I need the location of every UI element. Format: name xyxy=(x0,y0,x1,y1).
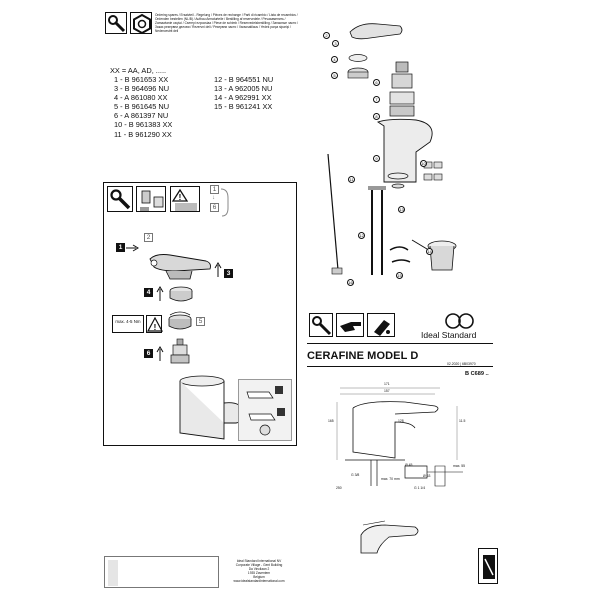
model-code: B C689 .. xyxy=(465,371,489,377)
step-1-badge: 1 xyxy=(116,243,125,252)
dimension-label: Ø 63 xyxy=(423,474,431,478)
part-item: 3 - B 964696 NU xyxy=(114,84,170,94)
exploded-label: 13 xyxy=(398,206,405,213)
hoses-waste-illustration xyxy=(327,153,457,275)
dimension-label: 157 xyxy=(384,389,390,393)
cartridge-illustration xyxy=(170,338,190,364)
ordering-spares-legend: Ordering spares / Ersatzteil - Regelung … xyxy=(155,13,298,33)
technical-drawing xyxy=(336,387,463,487)
exploded-view xyxy=(347,23,443,183)
part-item: 13 - A 962005 NU xyxy=(214,84,273,94)
svg-text:!: ! xyxy=(179,193,182,202)
cap-ring-illustration xyxy=(169,286,193,302)
dimension-label: 128 xyxy=(398,419,404,423)
faucet-perspective-sketch xyxy=(360,520,419,554)
part-item: 14 - A 962991 XX xyxy=(214,93,272,103)
part-item: 5 - B 961645 NU xyxy=(114,102,170,112)
step-sequence: 1 ↓ 6 xyxy=(208,185,230,221)
part-item: 15 - B 961241 XX xyxy=(214,102,273,112)
dimension-label: 11.5 xyxy=(459,419,466,423)
down-arrow-icon: ↓ xyxy=(212,195,215,201)
cleaning-icon xyxy=(367,313,395,337)
dimension-label: Ø 45 xyxy=(405,463,413,467)
wrench-icon xyxy=(107,186,133,212)
footer-line: Da Vincilaan 2 xyxy=(248,567,270,571)
footer-company: Ideal Standard International NV xyxy=(236,559,282,563)
nut-icon xyxy=(130,12,152,35)
warning-icon: ! xyxy=(170,186,200,212)
hand-pointing-icon xyxy=(336,313,364,337)
svg-text:!: ! xyxy=(154,323,157,332)
model-name: CERAFINE MODEL D xyxy=(307,350,419,362)
exploded-label: 9 xyxy=(373,155,380,162)
exploded-label: 6 xyxy=(373,79,380,86)
exploded-label: 8 xyxy=(373,113,380,120)
step-4-badge: 4 xyxy=(144,288,153,297)
spares-icon-panel: Ordering spares / Ersatzteil - Regelung … xyxy=(105,12,299,57)
exploded-label: 3 xyxy=(332,40,339,47)
warning-icon: ! xyxy=(146,315,164,333)
part-item: 1 - B 961653 XX xyxy=(114,75,169,84)
footer-address: Ideal Standard International NV Corporat… xyxy=(229,559,289,583)
exploded-label: 7 xyxy=(373,96,380,103)
recycling-icon xyxy=(108,560,118,586)
dimension-label: max. 70 mm xyxy=(381,477,400,481)
torque-box: max. 4-5 Nm xyxy=(112,315,144,333)
part-item: 4 - A 861080 XX xyxy=(114,93,168,103)
dimension-label: G 3/8 xyxy=(351,473,360,477)
exploded-label: 16 xyxy=(347,279,354,286)
wrench-icon xyxy=(105,12,127,34)
aerator-sketch-panel xyxy=(238,379,292,441)
parts-list-left: 1 - B 961653 XX 3 - B 964696 NU 4 - A 86… xyxy=(114,75,172,139)
step-2-badge: 2 xyxy=(144,233,153,242)
exploded-label: 2 xyxy=(323,32,330,39)
parts-list-header: XX = AA, AD, ..... xyxy=(110,66,167,75)
part-item: 12 - B 964551 NU xyxy=(214,75,274,84)
exploded-label: 12 xyxy=(358,232,365,239)
step-seq-last: 6 xyxy=(210,203,219,212)
cartridge-parts-icon xyxy=(136,186,166,212)
part-item: 10 - B 961383 XX xyxy=(114,120,173,130)
packaging-icon xyxy=(478,548,498,584)
dimension-label: 250 xyxy=(336,486,342,490)
part-item: 11 - B 961290 XX xyxy=(114,129,172,139)
brand-name: Ideal Standard xyxy=(421,330,477,340)
exploded-label: 4 xyxy=(331,56,338,63)
exploded-label: 15 xyxy=(396,272,403,279)
brand-logo-icon xyxy=(445,313,474,329)
footer-image-box xyxy=(104,556,219,588)
wrench-icon xyxy=(309,313,333,337)
exploded-label: 14 xyxy=(426,248,433,255)
dimension-label: 171 xyxy=(384,382,390,386)
exploded-label: 10 xyxy=(420,160,427,167)
part-item: 6 - A 861397 NU xyxy=(114,111,169,121)
footer-line: Corporate Village - Gent Building xyxy=(235,563,283,567)
dimension-label: 165 xyxy=(328,419,334,423)
footer-line: 1935 Zaventem xyxy=(247,571,271,575)
exploded-label: 11 xyxy=(348,176,355,183)
exploded-label: 5 xyxy=(331,72,338,79)
footer-line: Belgium xyxy=(253,575,265,579)
parts-list-right: 12 - B 964551 NU 13 - A 962005 NU 14 - A… xyxy=(214,75,273,111)
divider xyxy=(307,343,493,344)
step-6-badge: 6 xyxy=(144,349,153,358)
divider xyxy=(307,366,493,367)
doc-reference: 02.2020 | 6B03970 xyxy=(447,362,476,366)
torque-nut-illustration xyxy=(168,311,192,330)
footer-web[interactable]: www.idealstandardinternational.com xyxy=(233,579,285,583)
step-5-badge: 5 xyxy=(196,317,205,326)
lever-handle-illustration xyxy=(149,254,211,280)
dimension-label: max. 55 xyxy=(453,464,466,468)
step-3-badge: 3 xyxy=(224,269,233,278)
dimension-label: G 1 1/4 xyxy=(414,486,426,490)
maintenance-box: ! 1 ↓ 6 1 2 3 4 max. 4-5 Nm ! xyxy=(103,182,297,446)
torque-label: max. 4-5 Nm xyxy=(115,319,141,324)
step-seq-first: 1 xyxy=(210,185,219,194)
